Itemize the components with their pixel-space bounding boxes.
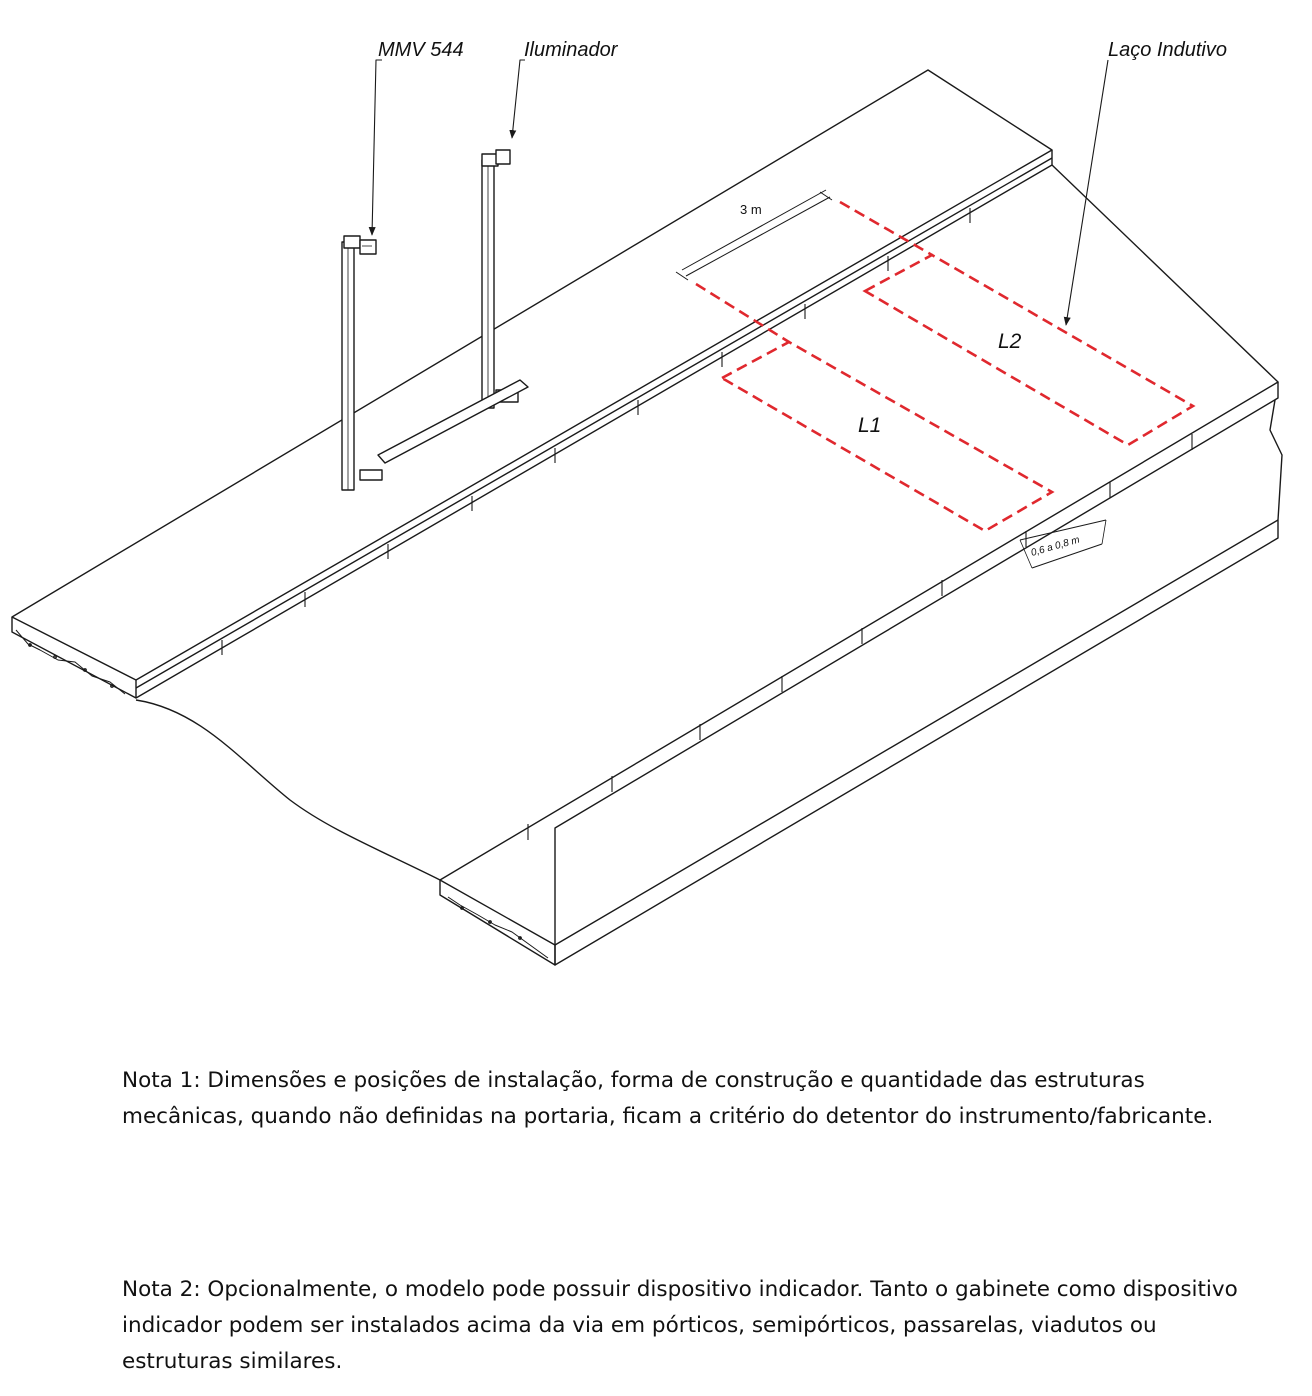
leader-lines: [368, 59, 1109, 326]
note-2-text: Nota 2: Opcionalmente, o modelo pode pos…: [122, 1277, 1238, 1374]
loop-l1-guide: [695, 282, 790, 344]
roadway: [135, 164, 1283, 881]
right-sidewalk: [439, 381, 1279, 966]
dimension-gap: [1019, 519, 1107, 569]
left-curb: [135, 157, 1053, 689]
note-1-text: Nota 1: Dimensões e posições de instalaç…: [122, 1068, 1214, 1129]
loop1-label: L1: [858, 414, 881, 437]
camera-label: MMV 544: [378, 39, 464, 61]
left-sidewalk: [11, 69, 1053, 699]
note-2: Nota 2: Opcionalmente, o modelo pode pos…: [122, 1272, 1242, 1380]
road-installation-diagram: MMV 544 Iluminador Laço Indutivo L2 L1 3…: [11, 39, 1283, 966]
illuminator-label: Iluminador: [524, 39, 619, 61]
loop-l2: [862, 253, 1196, 447]
note-1: Nota 1: Dimensões e posições de instalaç…: [122, 1063, 1242, 1135]
distance-label: 3 m: [740, 202, 762, 217]
camera-pole: [341, 235, 383, 491]
loop-l2-guide: [839, 200, 933, 257]
cable-duct: [377, 379, 529, 464]
dimension-3m: [675, 189, 833, 281]
loop-label: Laço Indutivo: [1108, 39, 1227, 61]
loop-l1: [719, 340, 1055, 533]
loop2-label: L2: [998, 330, 1022, 353]
